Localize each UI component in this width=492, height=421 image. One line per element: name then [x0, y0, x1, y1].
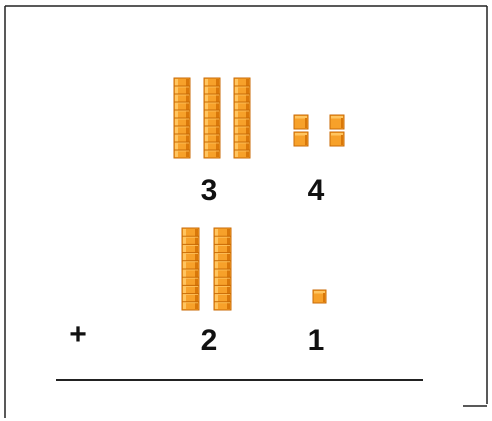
tens-rod: [181, 227, 200, 311]
tens-rod: [203, 77, 221, 159]
tens-rod: [213, 227, 232, 311]
ones-cube: [329, 131, 345, 147]
addend1-tens-rods: [173, 77, 251, 159]
addend2-tens-digit: 2: [201, 324, 218, 357]
addend2-tens-rods: [181, 227, 232, 311]
ones-cube: [312, 289, 327, 304]
addend2-ones-digit: 1: [308, 324, 325, 357]
ones-cube: [293, 114, 309, 130]
addend1-tens-digit: 3: [201, 174, 218, 207]
tens-rod: [233, 77, 251, 159]
tens-rod: [173, 77, 191, 159]
addend2-ones-cubes: [312, 289, 327, 304]
plus-sign: +: [69, 318, 87, 351]
addend1-ones-cubes: [293, 114, 345, 147]
addend1-ones-digit: 4: [308, 174, 325, 207]
ones-cube: [293, 131, 309, 147]
ones-cube: [329, 114, 345, 130]
